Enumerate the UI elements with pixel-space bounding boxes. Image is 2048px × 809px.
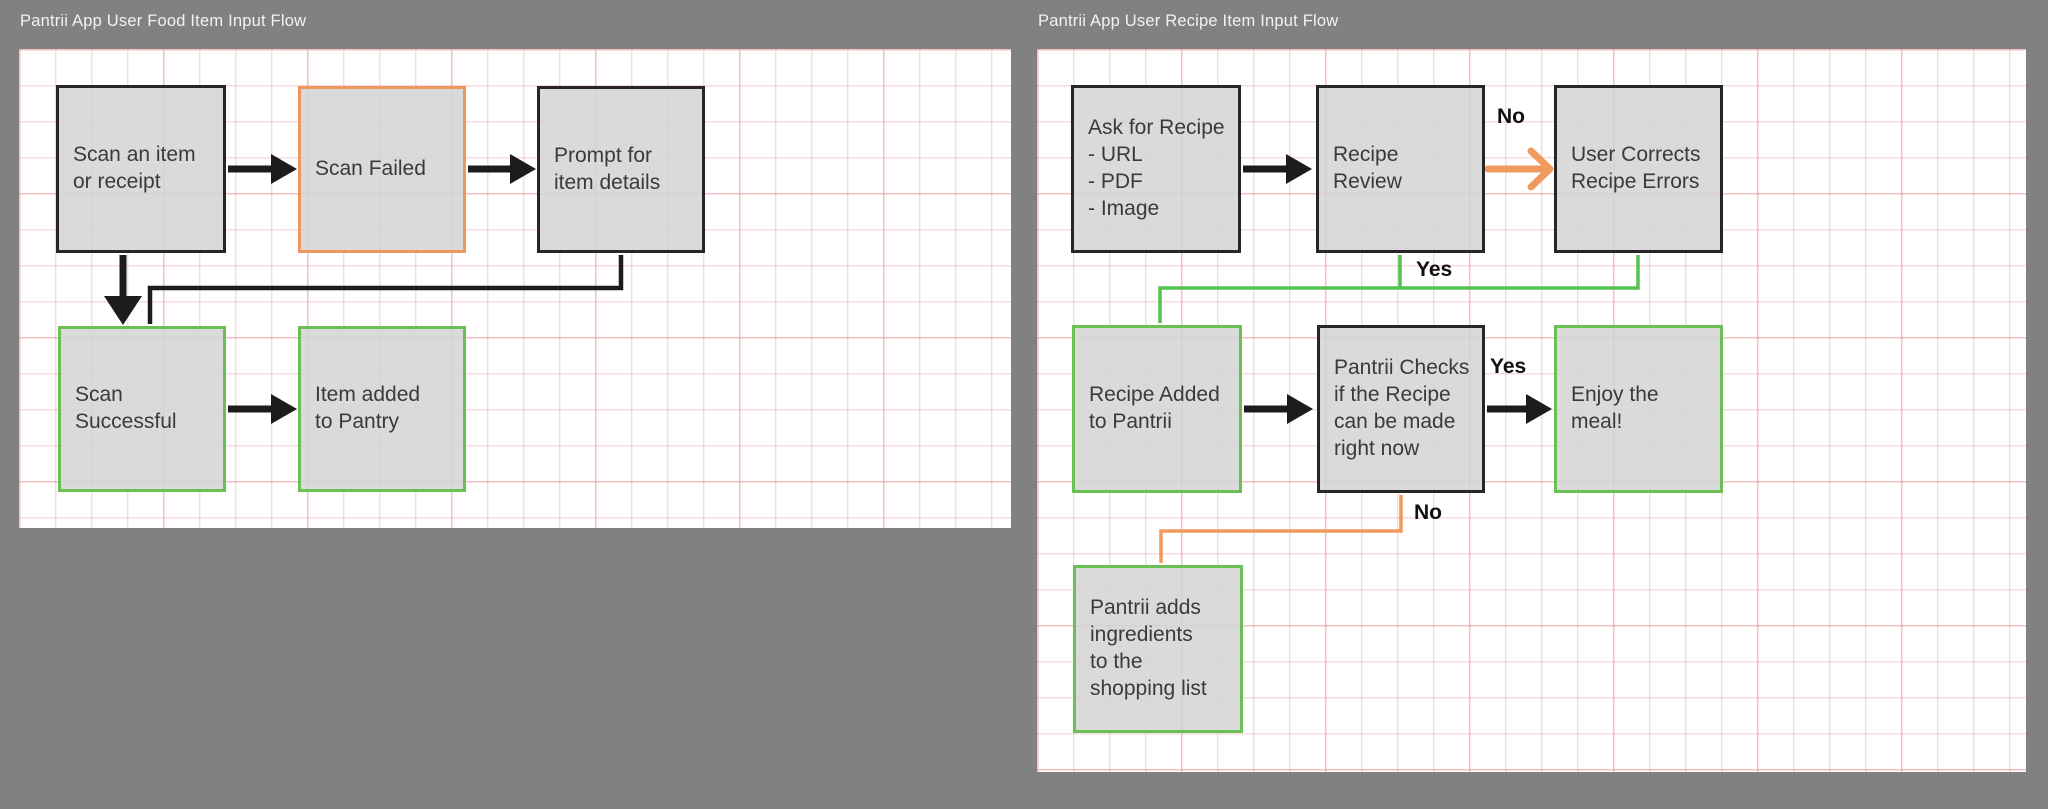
right-flowchart-canvas[interactable]: Ask for Recipe - URL - PDF - Image Recip… <box>1037 49 2026 772</box>
arrow-pantrii-checks-to-enjoy-meal <box>1487 394 1552 424</box>
node-item-added-label: Item added to Pantry <box>315 383 421 433</box>
connector-prompt-details-to-scan-successful <box>147 255 624 324</box>
node-pantrii-checks[interactable]: Pantrii Checks if the Recipe can be made… <box>1317 325 1485 493</box>
arrow-scan-failed-to-prompt-details <box>468 154 536 184</box>
edge-label-checks-no: No <box>1414 501 1442 524</box>
node-scan-failed[interactable]: Scan Failed <box>298 86 466 253</box>
arrow-recipe-added-to-pantrii-checks <box>1244 394 1313 424</box>
node-adds-ingredients-label: Pantrii adds ingredients to the shopping… <box>1090 596 1207 700</box>
node-recipe-review-label: Recipe Review <box>1333 143 1402 193</box>
node-ask-recipe[interactable]: Ask for Recipe - URL - PDF - Image <box>1071 85 1241 253</box>
node-adds-ingredients[interactable]: Pantrii adds ingredients to the shopping… <box>1073 565 1243 733</box>
node-scan-successful-label: Scan Successful <box>75 383 177 433</box>
arrow-scan-item-to-scan-successful <box>104 255 142 325</box>
node-recipe-review[interactable]: Recipe Review <box>1316 85 1485 253</box>
node-recipe-added[interactable]: Recipe Added to Pantrii <box>1072 325 1242 493</box>
arrow-scan-successful-to-item-added <box>228 394 297 424</box>
arrow-scan-item-to-scan-failed <box>228 154 297 184</box>
node-prompt-details[interactable]: Prompt for item details <box>537 86 705 253</box>
node-scan-item-label: Scan an item or receipt <box>73 143 196 193</box>
connector-yes-to-recipe-added <box>1158 255 1640 323</box>
node-ask-recipe-label: Ask for Recipe - URL - PDF - Image <box>1088 116 1225 220</box>
node-scan-failed-label: Scan Failed <box>315 157 426 181</box>
edge-label-review-no: No <box>1497 105 1525 128</box>
connector-no-to-adds-ingredients <box>1159 495 1403 563</box>
node-pantrii-checks-label: Pantrii Checks if the Recipe can be made… <box>1334 356 1470 460</box>
node-prompt-details-label: Prompt for item details <box>554 143 661 194</box>
left-flowchart-canvas[interactable]: Scan an item or receipt Scan Failed Prom… <box>19 49 1011 528</box>
node-enjoy-meal[interactable]: Enjoy the meal! <box>1554 325 1723 493</box>
arrow-ask-recipe-to-recipe-review <box>1243 154 1312 184</box>
left-board-title: Pantrii App User Food Item Input Flow <box>20 12 307 30</box>
right-board-title: Pantrii App User Recipe Item Input Flow <box>1038 12 1339 30</box>
arrow-recipe-review-to-user-corrects <box>1484 147 1554 191</box>
node-enjoy-meal-label: Enjoy the meal! <box>1571 383 1659 433</box>
node-recipe-added-label: Recipe Added to Pantrii <box>1089 383 1220 433</box>
node-scan-successful[interactable]: Scan Successful <box>58 326 226 492</box>
node-scan-item[interactable]: Scan an item or receipt <box>56 85 226 253</box>
edge-label-review-yes: Yes <box>1416 258 1453 281</box>
node-user-corrects[interactable]: User Corrects Recipe Errors <box>1554 85 1723 253</box>
edge-label-checks-yes: Yes <box>1490 355 1527 378</box>
node-user-corrects-label: User Corrects Recipe Errors <box>1571 143 1701 193</box>
node-item-added[interactable]: Item added to Pantry <box>298 326 466 492</box>
